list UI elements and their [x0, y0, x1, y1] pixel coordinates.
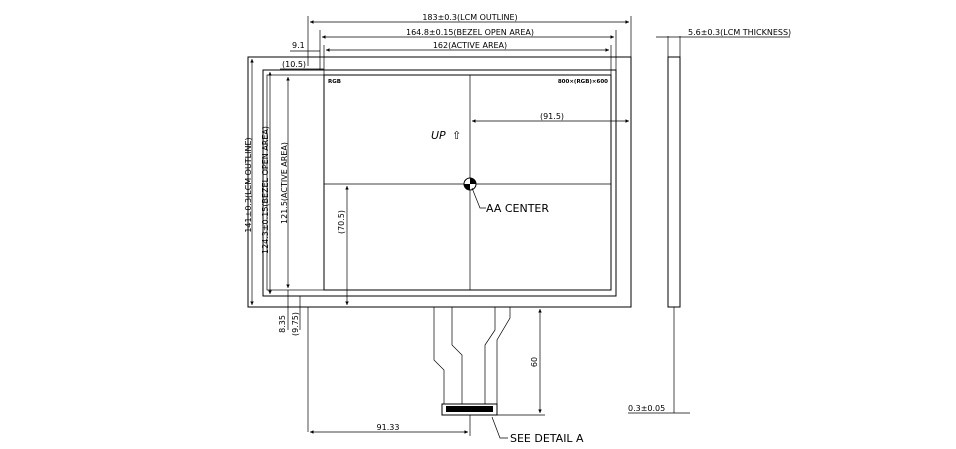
bezel-open-rect	[262, 69, 617, 297]
see-detail-leader	[491, 416, 508, 439]
lcm-outline-rect	[247, 56, 632, 308]
side-view-body	[667, 56, 681, 308]
resolution-label: 800×(RGB)×600	[558, 79, 608, 85]
active-area-height-label: 121.5(ACTIVE AREA)	[280, 142, 289, 224]
fpc-tail	[433, 307, 511, 404]
aa-center-symbol	[463, 177, 477, 191]
backlight-left-rect	[266, 74, 325, 291]
active-area-width-label: 162(ACTIVE AREA)	[433, 41, 507, 50]
aa-center-leader	[471, 187, 486, 209]
fpc-length-label: 60	[530, 357, 539, 367]
half-width-label: (91.5)	[540, 112, 564, 121]
lcm-outline-width-label: 183±0.3(LCM OUTLINE)	[422, 13, 517, 22]
aa-center-label: AA CENTER	[486, 202, 549, 215]
rgb-label: RGB	[328, 79, 341, 85]
bezel-open-width-label: 164.8±0.15(BEZEL OPEN AREA)	[406, 28, 534, 37]
lcm-thickness-label: 5.6±0.3(LCM THICKNESS)	[688, 28, 791, 37]
bottom-offset-ref-label: (9.75)	[291, 312, 300, 336]
up-arrow-icon: ⇧	[452, 129, 461, 142]
see-detail-label: SEE DETAIL A	[510, 432, 584, 445]
up-label: UP	[431, 129, 446, 142]
half-height-label: (70.5)	[337, 210, 346, 234]
lcm-outline-height-label: 141±0.3(LCM OUTLINE)	[244, 137, 253, 232]
offset-left-top-label: 9.1	[292, 41, 305, 50]
fpc-offset-label: 91.33	[377, 423, 400, 432]
offset-left-inner-label: (10.5)	[282, 60, 306, 69]
bezel-open-height-label: 124.3±0.15(BEZEL OPEN AREA)	[261, 126, 270, 254]
bottom-offset-label: 8.35	[278, 315, 287, 333]
fpc-thickness-label: 0.3±0.05	[628, 404, 665, 413]
fpc-contacts	[446, 406, 493, 412]
